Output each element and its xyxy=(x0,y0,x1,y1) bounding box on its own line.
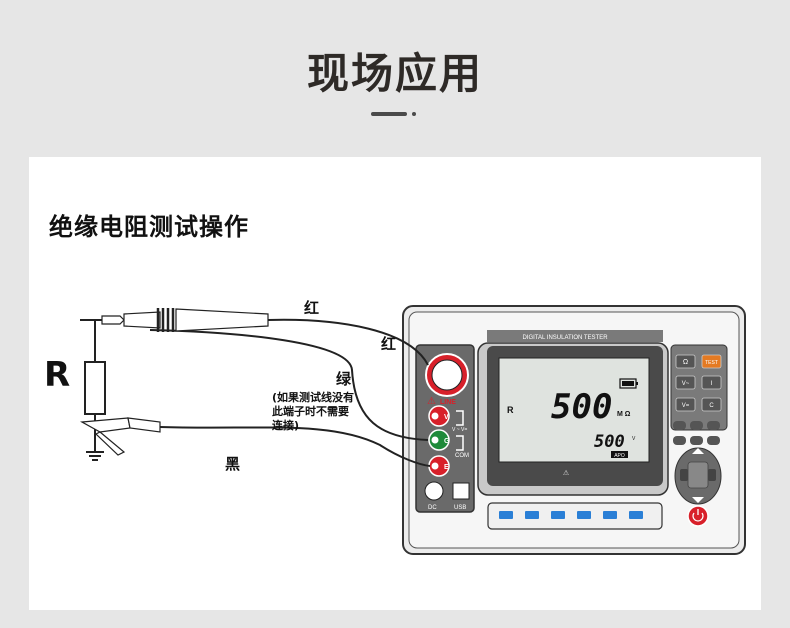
v-ac-key xyxy=(675,375,696,390)
small-key-3 xyxy=(707,421,720,430)
dc-port xyxy=(424,481,444,501)
wire-label-red-2: 红 xyxy=(381,335,397,353)
lcd-screen xyxy=(498,357,650,463)
svg-text:COM: COM xyxy=(455,453,469,459)
guard-note: (如果测试线没有 此端子时不需要 连接) xyxy=(272,391,355,432)
v-terminal xyxy=(428,405,450,427)
usb-port xyxy=(452,482,470,500)
svg-text:USB: USB xyxy=(454,505,466,511)
svg-text:V~: V~ xyxy=(682,381,690,387)
line-label: LINE xyxy=(440,399,456,406)
resistor-symbol xyxy=(84,361,106,415)
svg-text:TEST: TEST xyxy=(705,360,718,366)
ohm-key xyxy=(675,354,696,369)
svg-text:Ω: Ω xyxy=(683,359,688,366)
svg-text:E: E xyxy=(444,464,449,471)
red-wire-line xyxy=(267,318,429,366)
small-key-5 xyxy=(690,436,703,445)
resistor-label: R xyxy=(44,355,71,395)
nav-up-icon xyxy=(692,448,704,454)
svg-text:V: V xyxy=(444,414,449,421)
title-divider xyxy=(371,112,407,116)
svg-text:V ~ V=: V ~ V= xyxy=(452,427,467,433)
page-title: 现场应用 xyxy=(306,49,483,98)
function-key-3 xyxy=(551,511,565,519)
function-key-2 xyxy=(525,511,539,519)
small-key-6 xyxy=(707,436,720,445)
nav-down-icon xyxy=(692,497,704,503)
small-key-1 xyxy=(673,421,686,430)
svg-text:⚠: ⚠ xyxy=(563,469,569,477)
sub-reading: 500 xyxy=(594,432,625,452)
alligator-clip xyxy=(79,417,131,433)
main-reading: 500 xyxy=(551,387,612,427)
wire-label-red-1: 红 xyxy=(304,299,320,317)
v-dc-key xyxy=(675,397,696,412)
red-probe xyxy=(80,308,269,332)
warning-triangle-icon: ⚠ xyxy=(427,396,436,407)
function-key-4 xyxy=(577,511,591,519)
function-key-5 xyxy=(603,511,617,519)
i-key xyxy=(701,375,722,390)
function-key-1 xyxy=(499,511,513,519)
svg-text:DC: DC xyxy=(428,505,437,511)
insulation-tester: ⚠ LINE V V ~ V= COM G E DC USB DIGITAL I… xyxy=(402,305,746,555)
power-icon xyxy=(692,512,704,522)
resistor-circuit xyxy=(79,320,161,461)
svg-text:APO: APO xyxy=(614,453,625,459)
power-button xyxy=(687,505,709,527)
green-wire-g xyxy=(149,329,429,441)
wire-label-green: 绿 xyxy=(336,370,352,388)
svg-text:I: I xyxy=(711,381,713,387)
wire-label-black: 黑 xyxy=(225,455,241,473)
section-title: 绝缘电阻测试操作 xyxy=(49,213,249,241)
black-wire-e xyxy=(159,426,431,467)
title-divider-dot xyxy=(412,112,416,116)
test-key xyxy=(701,354,722,369)
svg-text:V=: V= xyxy=(682,403,690,409)
g-terminal xyxy=(428,429,450,451)
small-key-2 xyxy=(690,421,703,430)
svg-text:M Ω: M Ω xyxy=(617,411,631,418)
svg-text:G: G xyxy=(444,438,450,445)
function-key-6 xyxy=(629,511,643,519)
svg-text:C: C xyxy=(709,403,714,409)
svg-text:V: V xyxy=(632,436,636,442)
svg-text:R: R xyxy=(507,405,514,415)
small-key-4 xyxy=(673,436,686,445)
c-key xyxy=(701,397,722,412)
brand-strip: DIGITAL INSULATION TESTER xyxy=(522,335,608,341)
